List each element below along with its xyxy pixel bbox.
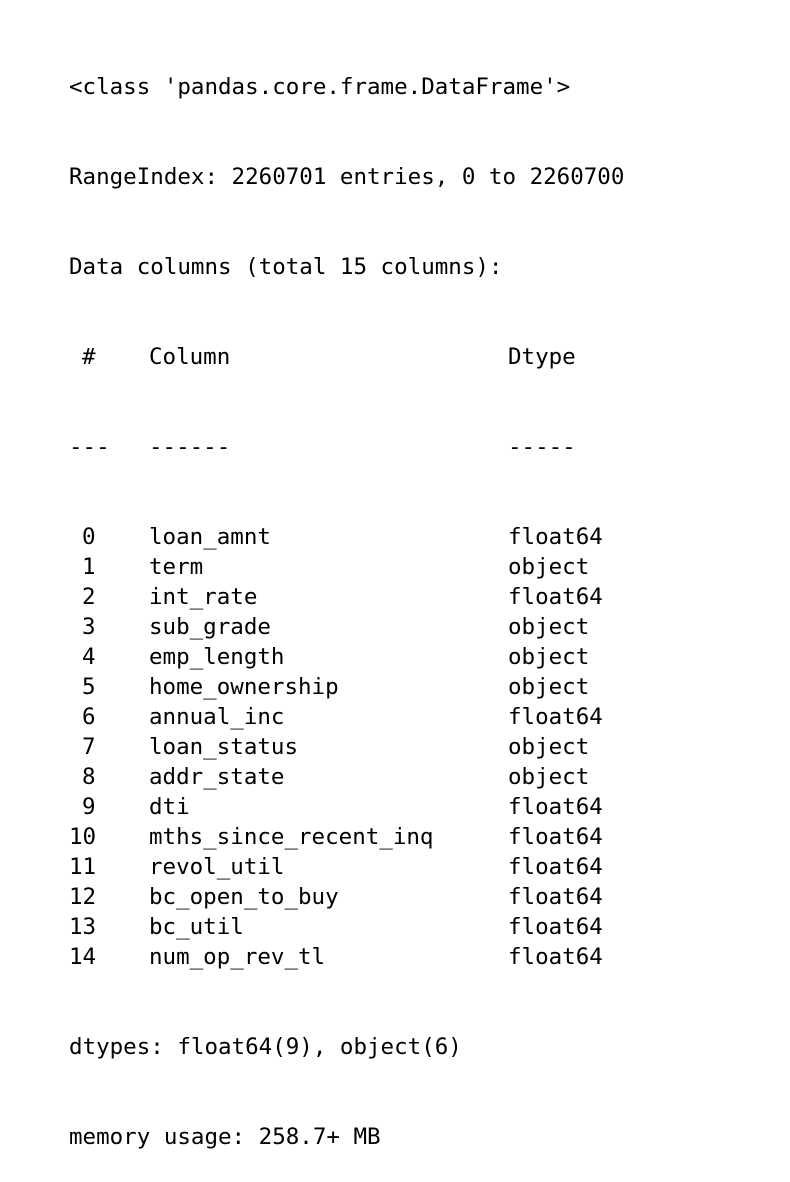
header-separator: --------------	[69, 432, 624, 462]
dataframe-info-output: <class 'pandas.core.frame.DataFrame'> Ra…	[69, 12, 624, 1182]
memory-line: memory usage: 258.7+ MB	[69, 1124, 381, 1150]
header-column: Column	[149, 344, 231, 370]
table-row: 5 home_ownership object	[69, 672, 624, 702]
table-row: 2 int_rate float64	[69, 582, 624, 612]
table-row: 11 revol_util float64	[69, 852, 624, 882]
row-column-name: annual_inc	[149, 704, 285, 730]
range-index-line: RangeIndex: 2260701 entries, 0 to 226070…	[69, 164, 625, 190]
row-dtype: float64	[508, 584, 603, 610]
row-index: 3	[82, 614, 96, 640]
row-dtype: object	[508, 734, 590, 760]
row-index: 5	[82, 674, 96, 700]
row-index: 9	[82, 794, 96, 820]
row-dtype: float64	[508, 794, 603, 820]
row-column-name: addr_state	[149, 764, 285, 790]
table-row: 13 bc_util float64	[69, 912, 624, 942]
dtypes-line: dtypes: float64(9), object(6)	[69, 1034, 462, 1060]
row-column-name: loan_status	[149, 734, 299, 760]
row-column-name: revol_util	[149, 854, 285, 880]
row-dtype: float64	[508, 854, 603, 880]
row-column-name: sub_grade	[149, 614, 271, 640]
table-row: 6 annual_inc float64	[69, 702, 624, 732]
table-row: 8 addr_state object	[69, 762, 624, 792]
row-dtype: float64	[508, 824, 603, 850]
row-column-name: term	[149, 554, 204, 580]
row-dtype: object	[508, 764, 590, 790]
table-row: 9 dti float64	[69, 792, 624, 822]
row-dtype: float64	[508, 524, 603, 550]
row-index: 13	[69, 914, 97, 940]
row-column-name: int_rate	[149, 584, 258, 610]
row-column-name: mths_since_recent_inq	[149, 824, 434, 850]
row-dtype: object	[508, 644, 590, 670]
row-index: 12	[69, 884, 97, 910]
row-dtype: float64	[508, 914, 603, 940]
row-index: 14	[69, 944, 97, 970]
table-row: 7 loan_status object	[69, 732, 624, 762]
row-column-name: dti	[149, 794, 190, 820]
row-index: 10	[69, 824, 97, 850]
class-line: <class 'pandas.core.frame.DataFrame'>	[69, 74, 571, 100]
header-num: #	[82, 344, 96, 370]
row-column-name: loan_amnt	[149, 524, 271, 550]
row-dtype: object	[508, 674, 590, 700]
table-row: 10 mths_since_recent_inq float64	[69, 822, 624, 852]
separator-column: ------	[149, 434, 231, 460]
table-header: # Column Dtype	[69, 342, 624, 372]
row-index: 1	[82, 554, 96, 580]
row-index: 2	[82, 584, 96, 610]
row-index: 7	[82, 734, 96, 760]
row-index: 0	[82, 524, 96, 550]
row-index: 8	[82, 764, 96, 790]
row-dtype: object	[508, 614, 590, 640]
header-dtype: Dtype	[508, 344, 576, 370]
row-dtype: float64	[508, 884, 603, 910]
row-column-name: bc_open_to_buy	[149, 884, 339, 910]
row-index: 6	[82, 704, 96, 730]
table-row: 12 bc_open_to_buy float64	[69, 882, 624, 912]
table-row: 0 loan_amnt float64	[69, 522, 624, 552]
table-row: 3 sub_grade object	[69, 612, 624, 642]
table-row: 1 term object	[69, 552, 624, 582]
table-row: 14 num_op_rev_tl float64	[69, 942, 624, 972]
row-dtype: float64	[508, 944, 603, 970]
row-dtype: object	[508, 554, 590, 580]
table-row: 4 emp_length object	[69, 642, 624, 672]
data-columns-line: Data columns (total 15 columns):	[69, 254, 503, 280]
row-column-name: bc_util	[149, 914, 244, 940]
row-index: 11	[69, 854, 97, 880]
separator-dtype: -----	[508, 434, 576, 460]
row-column-name: num_op_rev_tl	[149, 944, 326, 970]
row-column-name: emp_length	[149, 644, 285, 670]
row-index: 4	[82, 644, 96, 670]
separator-num: ---	[69, 434, 110, 460]
row-column-name: home_ownership	[149, 674, 339, 700]
row-dtype: float64	[508, 704, 603, 730]
